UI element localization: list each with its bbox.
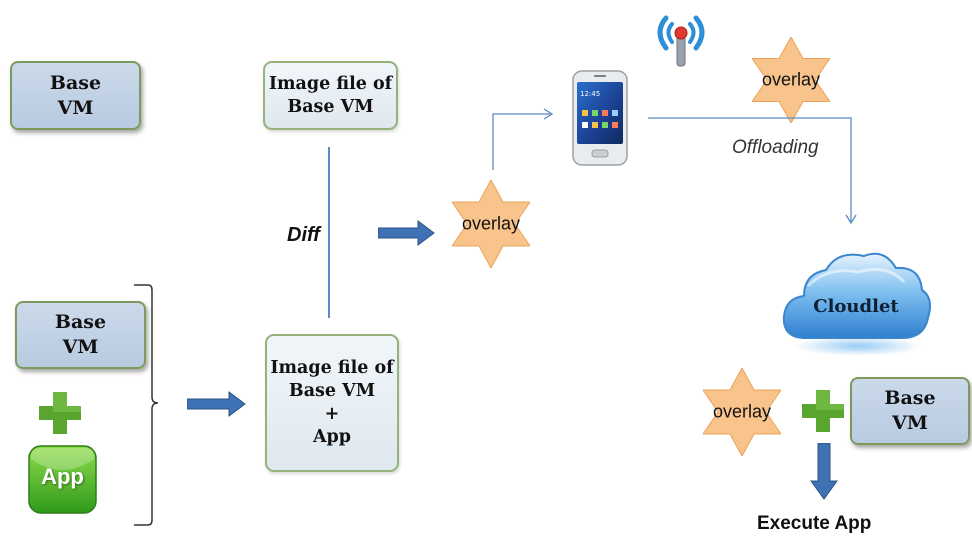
phone-clock: 12:45 — [580, 90, 601, 98]
overlay-star-bottom: overlay — [703, 368, 781, 456]
block-arrow-to-overlay — [378, 220, 435, 246]
base-vm-right-line1: Base — [884, 387, 936, 409]
block-arrow-down-execute — [810, 443, 838, 500]
image-file-app-line1: Image file of — [270, 358, 394, 378]
wifi-icon — [650, 10, 712, 68]
image-file-app-line3: + — [324, 404, 340, 424]
offloading-label: Offloading — [732, 137, 819, 158]
overlay-label-top: overlay — [761, 69, 821, 90]
base-vm-top-line2: VM — [57, 96, 94, 119]
image-file-app-line4: App — [312, 427, 352, 447]
image-file-base-line2: Base VM — [287, 96, 374, 117]
image-file-app-line2: Base VM — [288, 381, 376, 401]
base-vm-left-line1: Base — [54, 311, 107, 333]
overlay-star-top: overlay — [752, 37, 830, 123]
connector-phone-to-cloudlet — [648, 117, 857, 225]
overlay-star-middle: overlay — [452, 180, 530, 268]
base-vm-box-top: Base VM — [10, 61, 141, 130]
image-file-base-box: Image file of Base VM — [263, 61, 398, 130]
overlay-label-middle: overlay — [461, 213, 521, 234]
cloudlet-label: Cloudlet — [813, 296, 899, 317]
image-file-app-box: Image file of Base VM + App — [265, 334, 399, 472]
grouping-brace — [134, 284, 159, 526]
app-icon-label: App — [41, 464, 84, 489]
base-vm-right-line2: VM — [892, 412, 928, 434]
base-vm-box-left: Base VM — [15, 301, 146, 369]
plus-icon-right — [802, 390, 844, 432]
plus-icon-left — [39, 392, 81, 434]
base-vm-box-right: Base VM — [850, 377, 970, 445]
cloudlet-icon: Cloudlet — [778, 246, 934, 358]
diff-label: Diff — [287, 224, 320, 246]
diff-line — [328, 147, 330, 318]
block-arrow-to-image-app — [187, 391, 246, 417]
execute-app-label: Execute App — [757, 513, 872, 534]
smartphone-icon: 12:45 — [572, 70, 628, 166]
overlay-label-bottom: overlay — [712, 401, 772, 422]
image-file-base-line1: Image file of — [268, 73, 393, 94]
base-vm-left-line2: VM — [62, 336, 99, 358]
connector-overlay-to-phone — [492, 108, 554, 170]
app-icon: App — [28, 445, 97, 514]
base-vm-top-line1: Base — [49, 71, 102, 94]
